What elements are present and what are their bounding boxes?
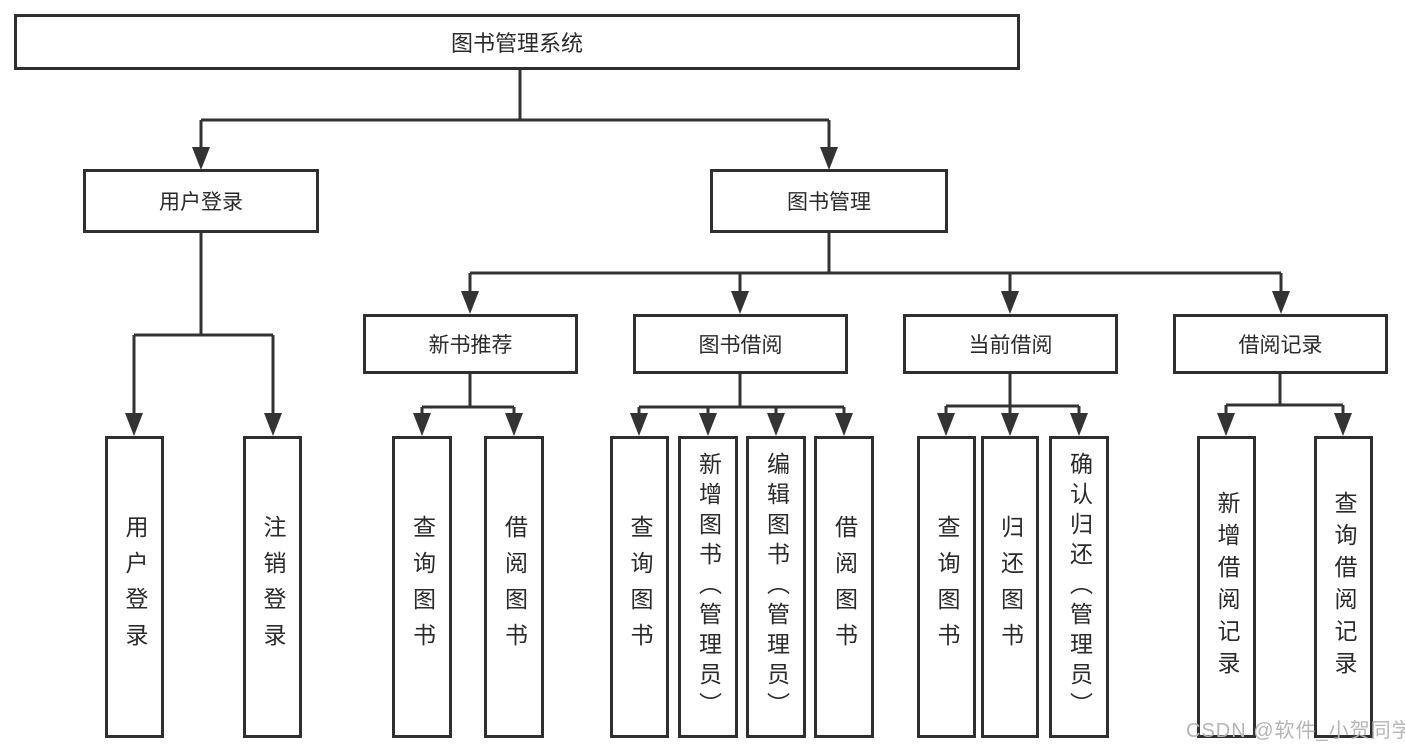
node-borrowing-records: 借阅记录	[1173, 314, 1388, 374]
leaf-query-borrow-record: 查询借阅记录	[1314, 436, 1373, 738]
leaf-recommend-query-books-label: 查询图书	[409, 515, 436, 659]
node-library-system-label: 图书管理系统	[450, 31, 583, 56]
node-book-management: 图书管理	[710, 169, 948, 233]
leaf-user-login: 用户登录	[105, 436, 164, 738]
node-book-borrowing: 图书借阅	[633, 314, 848, 374]
leaf-borrowing-query-books: 查询图书	[610, 436, 669, 738]
leaf-add-borrow-record-label: 新增借阅记录	[1214, 491, 1240, 683]
node-new-book-recommend: 新书推荐	[363, 314, 578, 374]
node-user-login-label: 用户登录	[159, 191, 243, 214]
node-book-management-label: 图书管理	[787, 191, 871, 214]
leaf-recommend-borrow-books-label: 借阅图书	[501, 515, 528, 659]
leaf-edit-books-admin-label: 编辑图书（管理员）	[763, 452, 790, 722]
node-library-system: 图书管理系统	[14, 14, 1020, 70]
leaf-current-query-books: 查询图书	[917, 436, 976, 738]
leaf-borrowing-query-books-label: 查询图书	[627, 515, 653, 659]
leaf-user-login-label: 用户登录	[122, 515, 148, 659]
node-user-login: 用户登录	[83, 169, 319, 233]
leaf-add-books-admin-label: 新增图书（管理员）	[695, 452, 722, 722]
leaf-return-books: 归还图书	[981, 436, 1039, 738]
leaf-add-borrow-record: 新增借阅记录	[1197, 436, 1256, 738]
leaf-logout-label: 注销登录	[260, 515, 286, 659]
leaf-confirm-return-admin: 确认归还（管理员）	[1049, 436, 1109, 738]
node-current-borrowing: 当前借阅	[903, 314, 1118, 374]
leaf-edit-books-admin: 编辑图书（管理员）	[746, 436, 806, 738]
leaf-current-query-books-label: 查询图书	[934, 515, 960, 659]
leaf-borrowing-borrow-books-label: 借阅图书	[831, 515, 858, 659]
node-current-borrowing-label: 当前借阅	[968, 334, 1053, 357]
node-borrowing-records-label: 借阅记录	[1238, 334, 1323, 357]
leaf-recommend-query-books: 查询图书	[392, 436, 452, 738]
node-new-book-recommend-label: 新书推荐	[428, 334, 513, 357]
leaf-query-borrow-record-label: 查询借阅记录	[1331, 491, 1357, 683]
leaf-recommend-borrow-books: 借阅图书	[484, 436, 544, 738]
leaf-return-books-label: 归还图书	[997, 515, 1024, 659]
leaf-logout: 注销登录	[243, 436, 302, 738]
node-book-borrowing-label: 图书借阅	[698, 334, 783, 357]
csdn-watermark: CSDN @软件_小贺同学	[1186, 720, 1405, 742]
leaf-add-books-admin: 新增图书（管理员）	[678, 436, 738, 738]
leaf-confirm-return-admin-label: 确认归还（管理员）	[1066, 452, 1093, 722]
leaf-borrowing-borrow-books: 借阅图书	[814, 436, 874, 738]
